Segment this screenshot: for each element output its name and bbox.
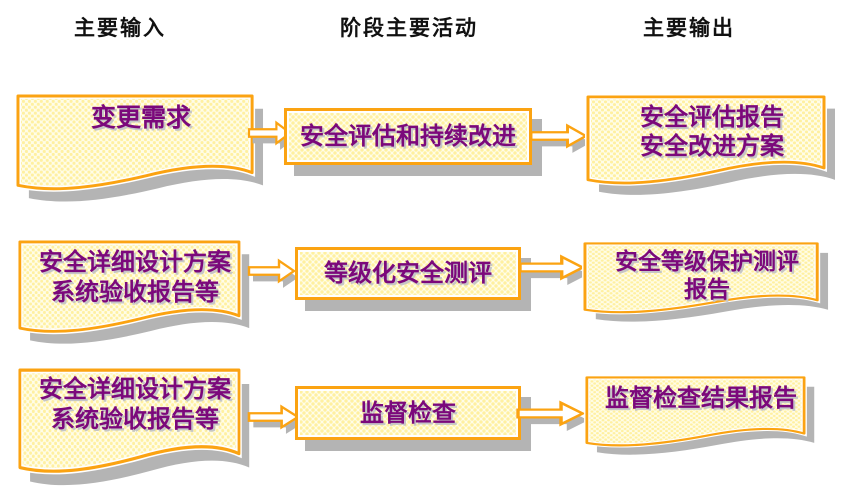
flow-arrow-icon [247,118,294,150]
flow-arrow-icon [529,121,591,153]
document-shape-icon [584,375,815,455]
input-text-row1: 变更需求 [16,104,266,133]
output-document-row2: 安全等级保护测评 报告 [582,241,831,325]
doc-text-line: 监督检查结果报告 [605,385,797,412]
doc-text-line: 安全详细设计方案 [39,376,231,403]
flow-arrow-icon [247,402,303,434]
doc-text-line: 安全等级保护测评 [615,248,799,274]
document-shape-icon [582,241,829,322]
output-document-row1: 安全评估报告 安全改进方案 [585,94,838,199]
document-shape-icon [17,239,250,344]
input-text-row3: 安全详细设计方案 系统验收报告等 [18,375,252,435]
doc-text-line: 系统验收报告等 [51,279,219,306]
document-border [18,240,241,333]
flow-arrow-icon [247,256,298,288]
column-header-outputs: 主要输出 [643,17,735,40]
output-text-row3: 监督检查结果报告 [585,384,817,413]
flow-arrow-icon [516,398,589,431]
input-document-row2: 安全详细设计方案 系统验收报告等 [17,239,252,348]
output-text-row2: 安全等级保护测评 报告 [583,247,831,303]
document-border [586,95,826,185]
document-border [16,94,254,191]
activity-box-row3: 监督检查 [295,386,521,440]
flow-arrow-icon [518,252,589,285]
document-shape-icon [15,93,264,202]
doc-text-line: 安全评估报告 [640,104,784,131]
activity-box-row2: 等级化安全测评 [295,247,521,300]
doc-text-line: 安全改进方案 [640,133,784,160]
document-border [583,242,819,314]
document-shape-icon [585,94,835,195]
document-border [585,376,806,447]
input-document-row3: 安全详细设计方案 系统验收报告等 [17,366,252,490]
input-text-row2: 安全详细设计方案 系统验收报告等 [18,248,252,308]
document-shape-icon [17,366,250,486]
doc-text-line: 报告 [684,276,730,302]
doc-text-line: 变更需求 [90,104,191,132]
doc-text-line: 系统验收报告等 [51,406,219,433]
input-document-row1: 变更需求 [15,93,266,206]
output-document-row3: 监督检查结果报告 [584,375,817,458]
activity-box-row1: 安全评估和持续改进 [284,108,532,165]
column-header-activities: 阶段主要活动 [340,17,478,40]
column-header-inputs: 主要输入 [74,17,166,40]
output-text-row1: 安全评估报告 安全改进方案 [586,103,838,161]
doc-text-line: 安全详细设计方案 [39,249,231,276]
document-border [18,368,241,473]
